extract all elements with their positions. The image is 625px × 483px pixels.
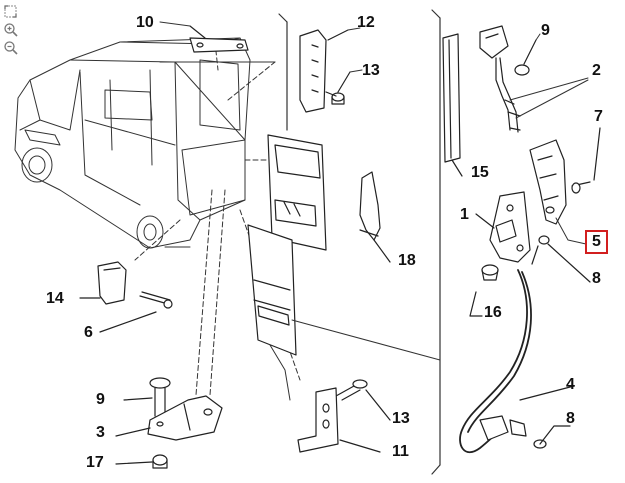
part-13-bolt-upper: [325, 71, 351, 105]
part-10-plate: [189, 25, 249, 53]
part-17-nut: [115, 454, 168, 469]
callout-4: 4: [566, 376, 575, 393]
part-14-block: [79, 261, 127, 305]
part-13-bolt-lower: [335, 379, 391, 421]
part-2-leaders: [509, 77, 589, 119]
callout-14: 14: [46, 290, 64, 307]
callout-18: 18: [398, 252, 416, 269]
rear-door-lower: [247, 224, 297, 356]
part-8-upper-screw: [531, 235, 591, 283]
part-3-hinge: [115, 395, 223, 441]
part-18-hook: [359, 171, 391, 263]
rear-door-upper: [267, 134, 327, 251]
zoom-out-icon[interactable]: [3, 40, 19, 55]
callout-8-upper: 8: [592, 270, 601, 287]
callout-2: 2: [592, 62, 601, 79]
callout-12: 12: [357, 14, 375, 31]
part-5-leader: [555, 217, 587, 245]
callout-7: 7: [594, 108, 603, 125]
part-12-hinge: [299, 29, 349, 113]
part-9-upper-lock: [479, 25, 537, 133]
part-9-lower-bolt: [123, 377, 171, 417]
part-4-clip: [479, 385, 575, 449]
callout-13-lower: 13: [392, 410, 410, 427]
callout-3: 3: [96, 424, 105, 441]
part-15-strip: [442, 33, 463, 177]
part-6-screw: [99, 291, 173, 333]
zoom-in-icon[interactable]: [3, 22, 19, 37]
viewer-toolbar: [3, 4, 23, 58]
fit-window-icon[interactable]: [3, 4, 19, 19]
callout-13-upper: 13: [362, 62, 380, 79]
callout-10: 10: [136, 14, 154, 31]
van-leaders-solid: [159, 61, 276, 248]
part-1-lock: [475, 191, 531, 263]
callout-8-lower: 8: [566, 410, 575, 427]
panel-dividers: [278, 9, 441, 475]
callout-11: 11: [392, 443, 409, 460]
part-16-grommet: [469, 264, 499, 317]
van-illustration: [14, 37, 251, 249]
misc-leaders: [159, 21, 541, 73]
part-11-bracket: [297, 387, 381, 453]
callout-15: 15: [471, 164, 489, 181]
callout-1: 1: [460, 206, 469, 223]
part-4-cable: [459, 269, 532, 454]
part-7-handle: [529, 127, 601, 225]
callout-9-lower: 9: [96, 391, 105, 408]
callout-5-highlighted[interactable]: 5: [585, 230, 608, 254]
callout-9-upper: 9: [541, 22, 550, 39]
callout-17: 17: [86, 454, 104, 471]
callout-6: 6: [84, 324, 93, 341]
door-leaders: [269, 319, 441, 401]
callout-16: 16: [484, 304, 502, 321]
